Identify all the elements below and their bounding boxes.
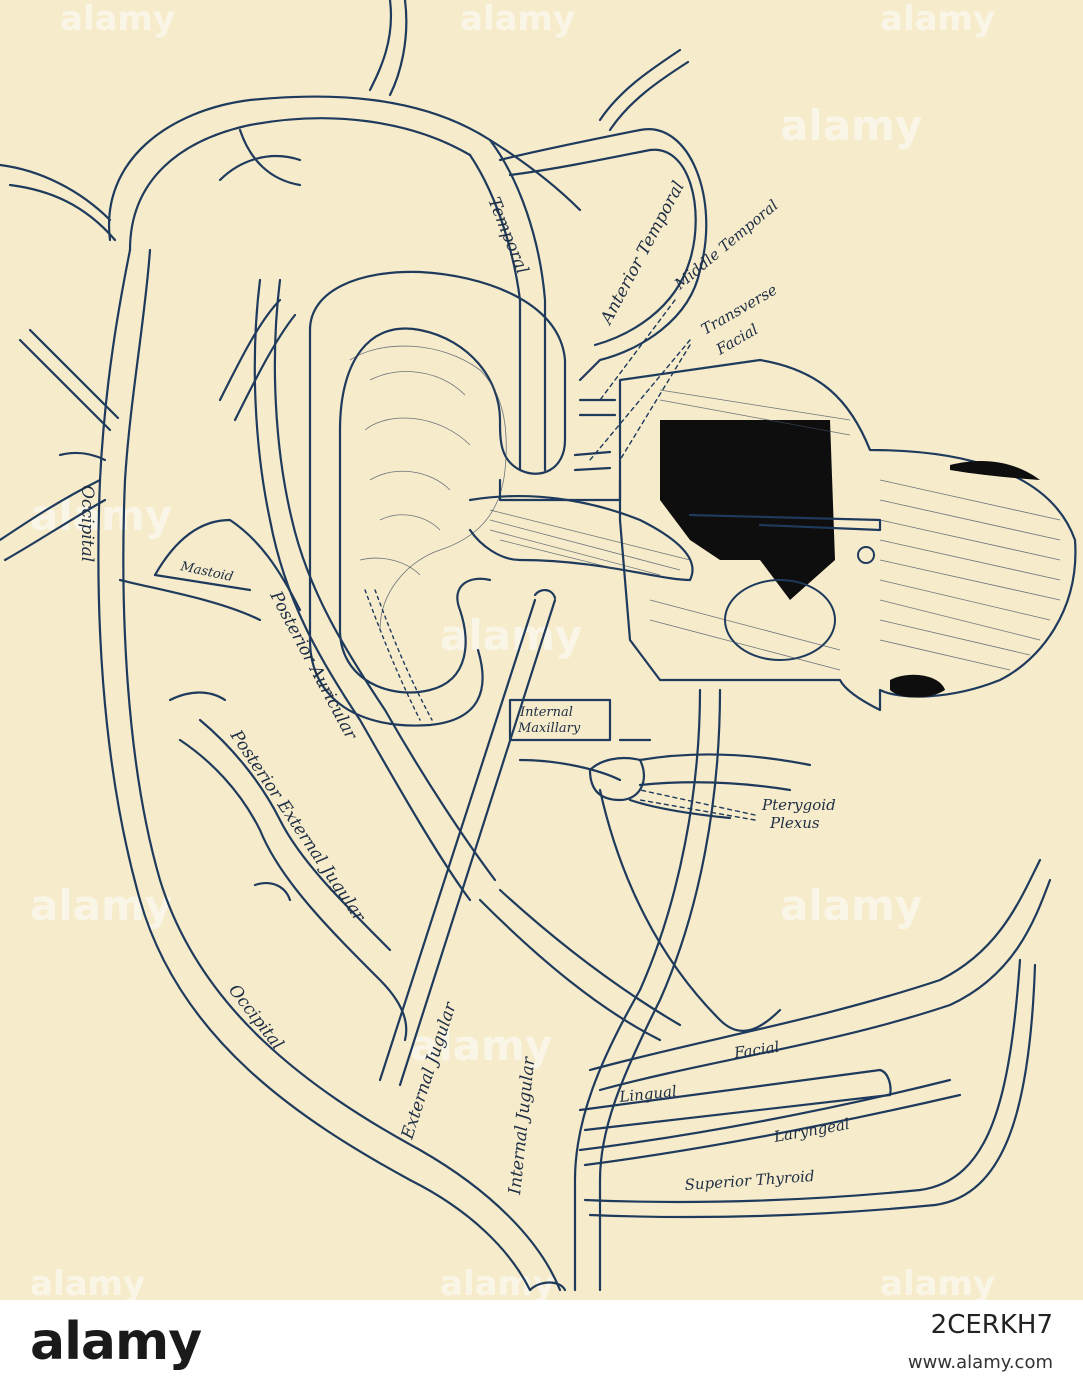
condyle xyxy=(724,579,836,661)
dark-cavity xyxy=(660,420,835,600)
watermark-text: alamy xyxy=(880,0,995,39)
watermark-text: alamy xyxy=(30,1264,145,1300)
label-superior-thyroid: Superior Thyroid xyxy=(684,1167,815,1194)
dark-spot xyxy=(890,674,945,698)
ear-outline xyxy=(308,270,694,727)
brand-logo: alamy xyxy=(30,1312,202,1372)
watermark-text: alamy xyxy=(410,1021,552,1070)
label-anterior-temporal: Anterior Temporal xyxy=(596,178,689,329)
stock-footer: alamy 2CERKH7 www.alamy.com xyxy=(0,1300,1083,1390)
label-occipital-lower: Occipital xyxy=(224,981,287,1054)
watermark-text: alamy xyxy=(30,881,172,930)
vein-network xyxy=(0,0,1052,1292)
vein-diagram: alamy alamy alamy alamy alamy alamy alam… xyxy=(0,0,1077,1300)
watermark-text: alamy xyxy=(60,0,175,39)
anatomical-figure: alamy alamy alamy alamy alamy alamy alam… xyxy=(0,0,1077,1300)
dark-spot xyxy=(950,460,1040,480)
label-internal-jugular: Internal Jugular xyxy=(505,1055,540,1196)
site-url: www.alamy.com xyxy=(907,1352,1053,1373)
watermark-text: alamy xyxy=(440,1264,555,1300)
label-pterygoid: Pterygoid xyxy=(761,796,836,814)
bone-section xyxy=(618,358,1077,712)
label-posterior-external-jugular: Posterior External Jugular xyxy=(225,726,369,926)
label-posterior-auricular: Posterior Auricular xyxy=(265,587,361,744)
label-internal-maxillary-2: Maxillary xyxy=(517,721,581,736)
label-lingual: Lingual xyxy=(618,1082,678,1106)
label-occipital-upper: Occipital xyxy=(77,485,97,562)
label-internal-maxillary-1: Internal xyxy=(519,705,573,720)
label-facial: Facial xyxy=(732,1038,781,1062)
label-plexus: Plexus xyxy=(769,814,820,832)
image-id: 2CERKH7 xyxy=(930,1310,1053,1340)
label-middle-temporal: Middle Temporal xyxy=(670,196,782,294)
watermark-text: alamy xyxy=(780,101,922,150)
watermark-layer: alamy alamy alamy alamy alamy alamy alam… xyxy=(30,0,995,1300)
label-laryngeal: Laryngeal xyxy=(772,1115,852,1146)
watermark-text: alamy xyxy=(880,1264,995,1300)
watermark-text: alamy xyxy=(440,611,582,660)
foramen xyxy=(857,546,875,564)
watermark-text: alamy xyxy=(780,881,922,930)
watermark-text: alamy xyxy=(460,0,575,39)
